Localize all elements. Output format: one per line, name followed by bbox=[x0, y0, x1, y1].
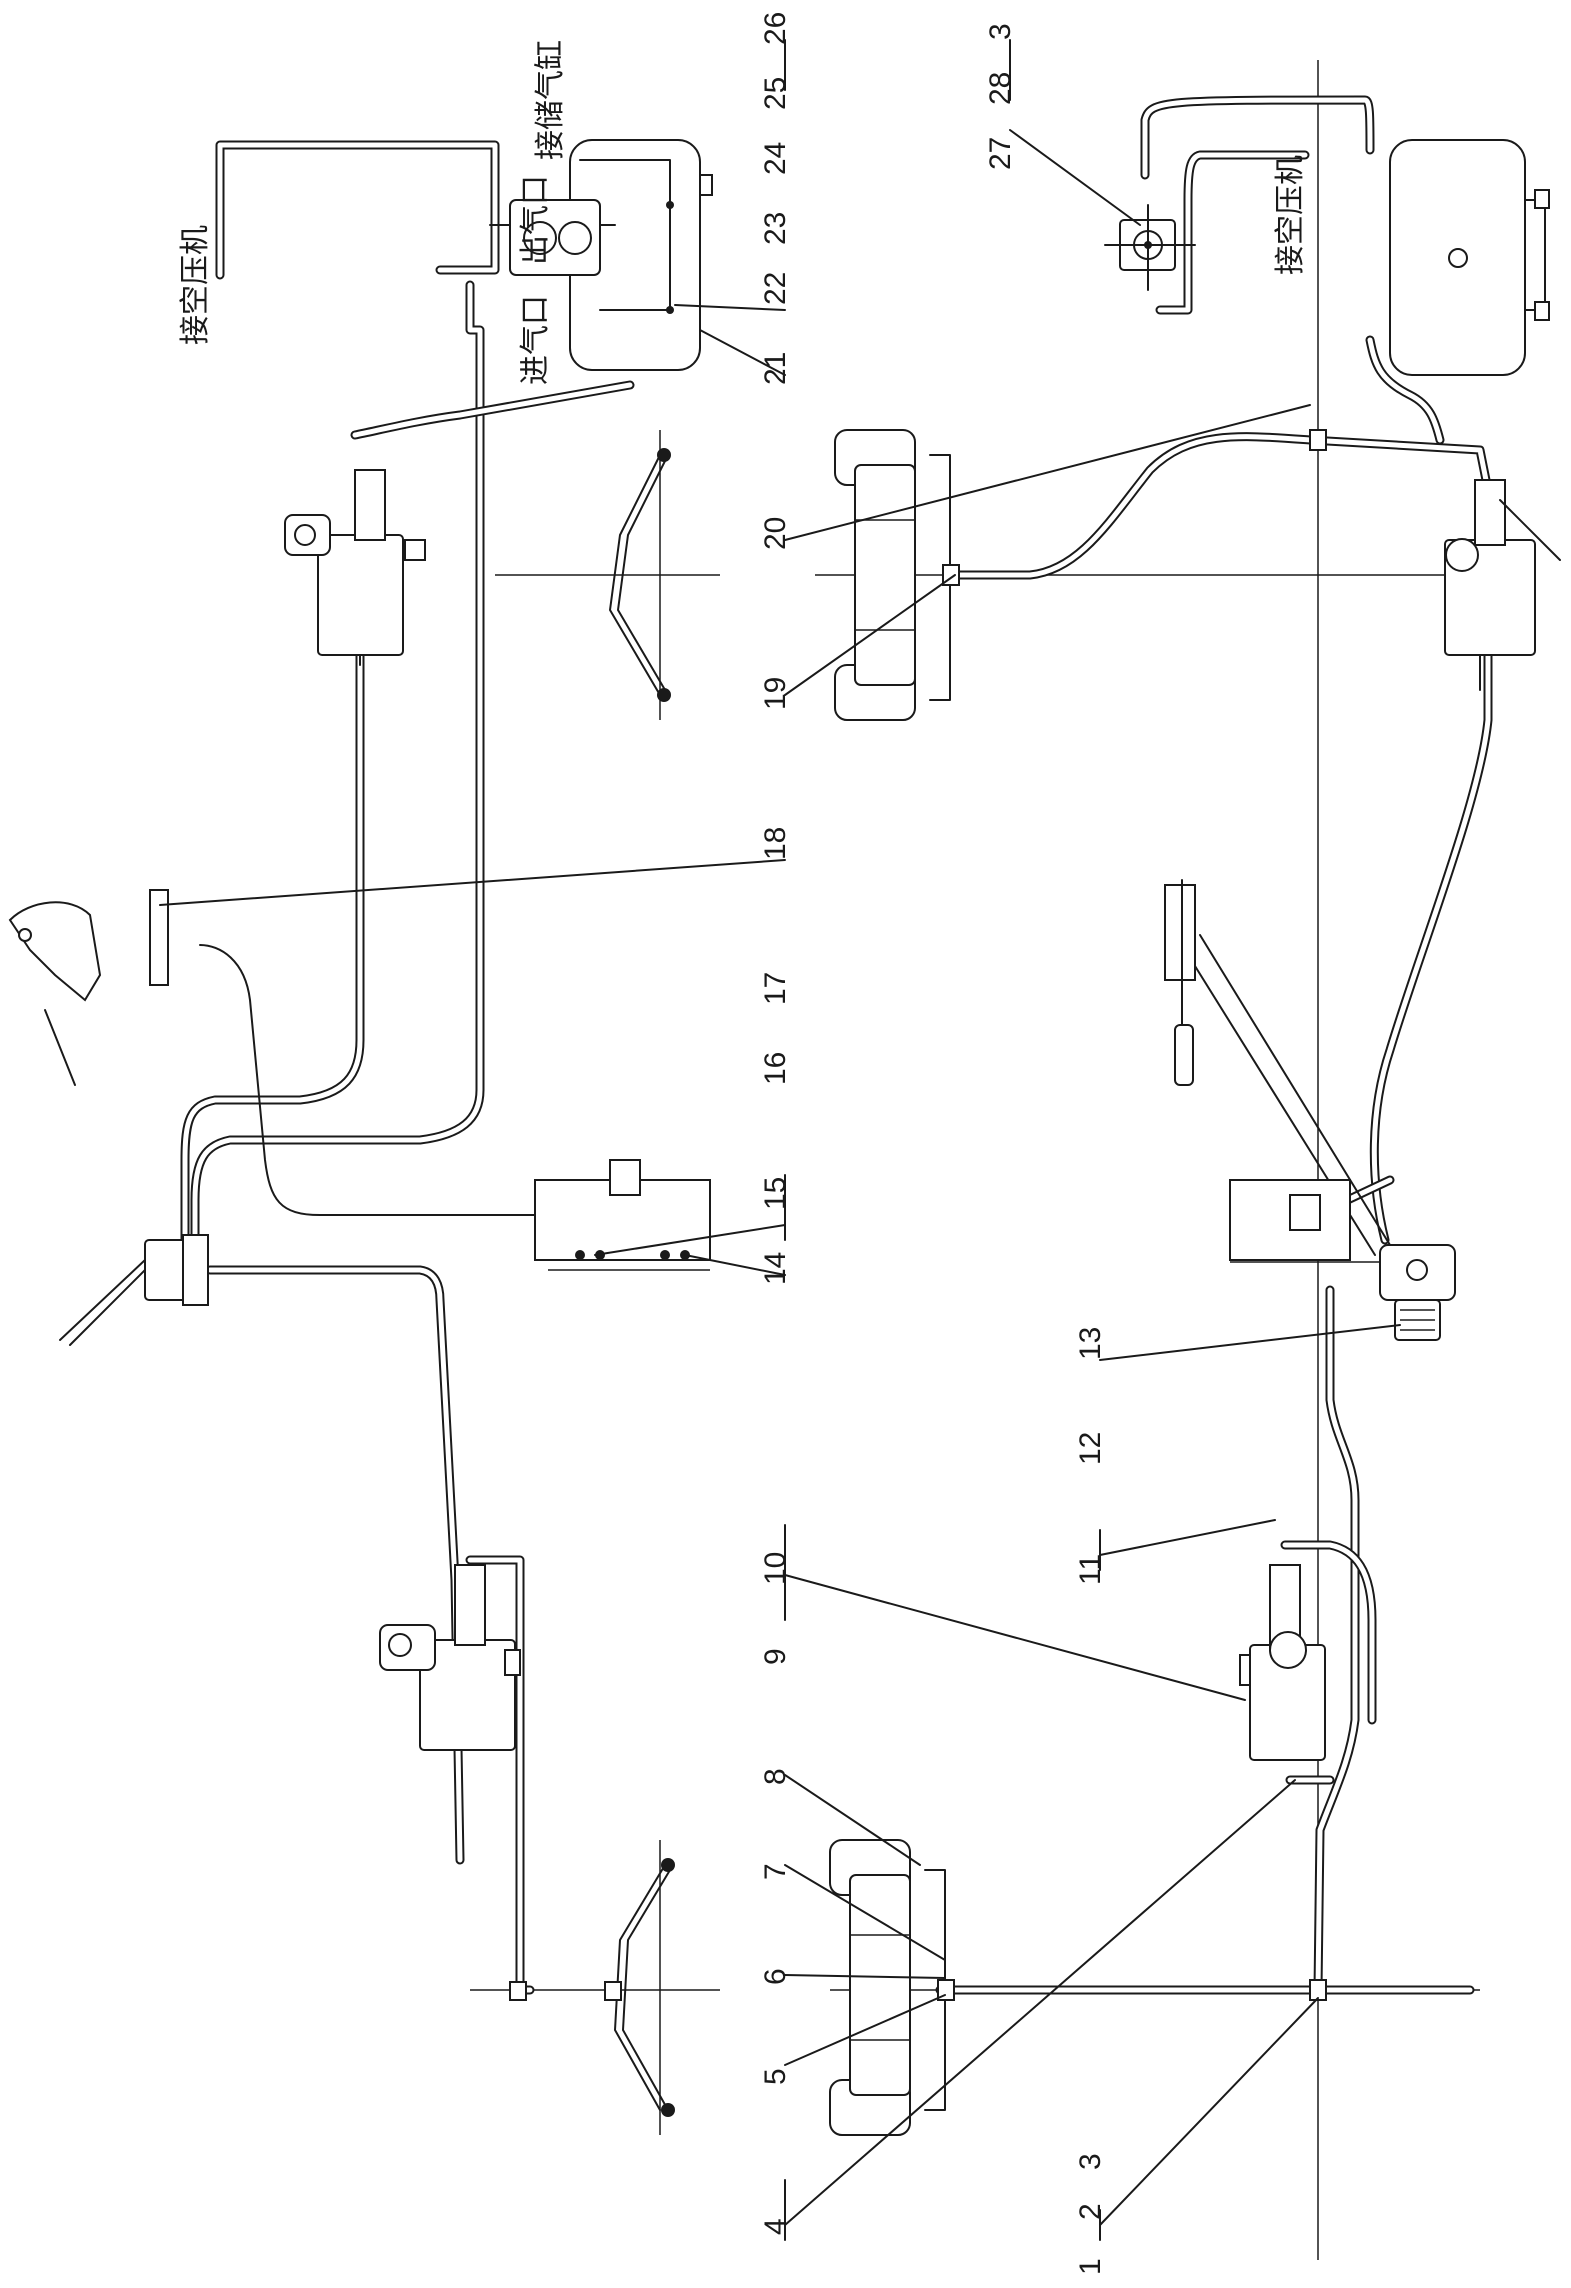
handbrake-cable bbox=[199, 934, 1391, 1256]
front-axle-right bbox=[834, 429, 951, 721]
label-19: 19 bbox=[759, 677, 792, 710]
label-15: 15 bbox=[759, 1177, 792, 1210]
brake-booster-right-upper bbox=[1444, 479, 1561, 691]
label-8: 8 bbox=[759, 1768, 792, 1785]
label-3: 3 bbox=[1074, 2153, 1107, 2170]
label-16: 16 bbox=[759, 1052, 792, 1085]
label-4: 4 bbox=[759, 2218, 792, 2235]
label-11: 11 bbox=[1074, 1554, 1107, 1585]
annotation-inlet: 进气口 bbox=[518, 295, 553, 385]
brake-booster-lower-left bbox=[379, 1564, 521, 1751]
brake-booster-upper-left bbox=[284, 469, 426, 666]
label-22: 22 bbox=[759, 272, 792, 305]
label-5: 5 bbox=[759, 2068, 792, 2085]
transmission-left bbox=[534, 1159, 711, 1261]
brake-booster-right-lower bbox=[1239, 1564, 1326, 1761]
four-circuit-valve bbox=[489, 199, 616, 276]
label-14: 14 bbox=[759, 1252, 792, 1285]
annotations: 接空压机 接空压机 接储气缸 进气口 出气口 bbox=[178, 40, 1308, 385]
leader-brackets bbox=[784, 39, 1101, 2241]
annotation-air-tank: 接储气缸 bbox=[533, 40, 568, 160]
label-28: 28 bbox=[984, 72, 1017, 105]
rear-axle-left bbox=[614, 1840, 675, 2135]
relay-valve-13 bbox=[1379, 1244, 1456, 1341]
label-7: 7 bbox=[759, 1863, 792, 1880]
part-labels: 1 2 3 4 5 6 7 8 9 10 11 12 13 14 15 16 1… bbox=[759, 12, 1107, 2275]
annotation-outlet: 出气口 bbox=[518, 175, 553, 265]
label-17: 17 bbox=[759, 972, 792, 1005]
label-20: 20 bbox=[759, 517, 792, 550]
handbrake-lever bbox=[59, 1234, 209, 1346]
label-26: 26 bbox=[759, 12, 792, 45]
label-6: 6 bbox=[759, 1968, 792, 1985]
label-3-top: 3 bbox=[984, 23, 1017, 40]
air-tank-right bbox=[1389, 139, 1550, 376]
label-18: 18 bbox=[759, 827, 792, 860]
fittings bbox=[509, 429, 1327, 2001]
leader-lines bbox=[159, 129, 1401, 2226]
label-13: 13 bbox=[1074, 1327, 1107, 1360]
air-tank-left bbox=[569, 139, 713, 371]
label-1: 1 bbox=[1074, 2258, 1107, 2275]
label-21: 21 bbox=[759, 352, 792, 385]
label-2: 2 bbox=[1074, 2203, 1107, 2220]
label-9: 9 bbox=[759, 1648, 792, 1665]
rear-axle-right bbox=[829, 1839, 946, 2136]
label-23: 23 bbox=[759, 212, 792, 245]
handbrake-right bbox=[1164, 879, 1196, 1086]
protection-valve-right bbox=[1104, 204, 1196, 291]
annotation-compressor-right: 接空压机 bbox=[1273, 155, 1308, 275]
front-axle-left bbox=[609, 430, 671, 720]
label-25: 25 bbox=[759, 77, 792, 110]
label-27: 27 bbox=[984, 137, 1017, 170]
annotation-compressor-left: 接空压机 bbox=[178, 225, 213, 345]
label-24: 24 bbox=[759, 142, 792, 175]
label-10: 10 bbox=[759, 1552, 792, 1585]
brake-pedal bbox=[8, 889, 169, 1086]
label-12: 12 bbox=[1074, 1432, 1107, 1465]
transmission-right bbox=[1229, 1179, 1351, 1261]
